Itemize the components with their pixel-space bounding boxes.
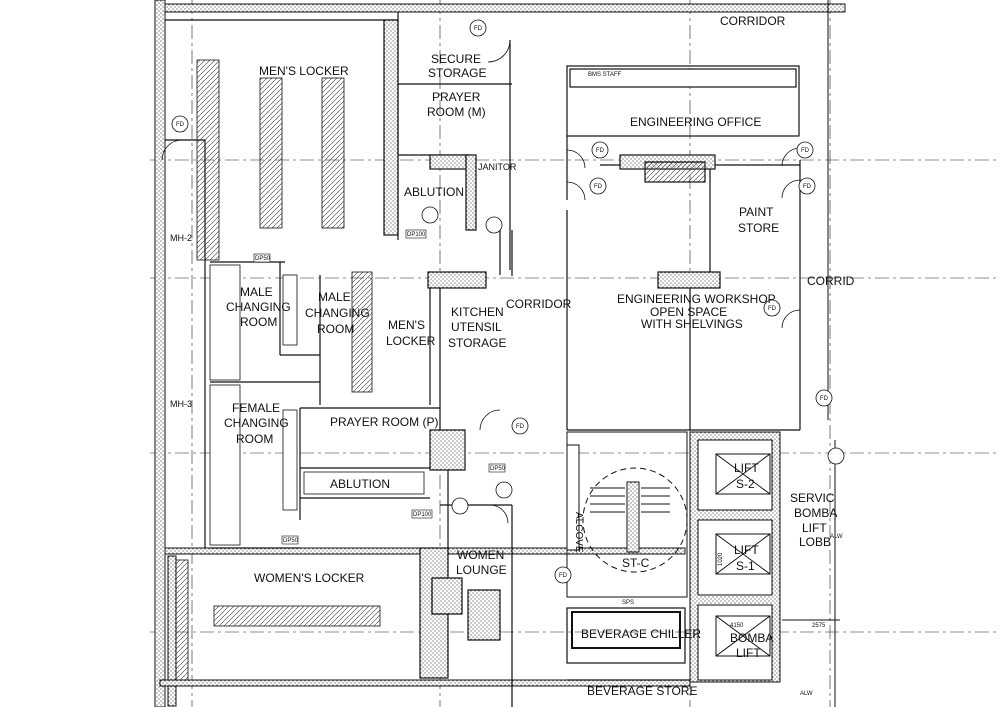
dimension-2575: 2575: [812, 623, 826, 629]
male-changing-2-label: MALE: [318, 290, 351, 304]
dimension-1020: 1020: [718, 552, 724, 566]
fd-tag-text: FD: [768, 306, 777, 312]
bomba-lift-label: LIFT: [736, 646, 761, 660]
engineering-workshop-label: ENGINEERING WORKSHOP: [617, 292, 776, 306]
fd-tag-text: FD: [801, 148, 810, 154]
lift-shafts: [689, 431, 781, 683]
male-changing-1-label: MALE: [240, 285, 273, 299]
dp100-tag: DP100: [413, 512, 432, 518]
prayer-room-m-label: PRAYER: [432, 90, 481, 104]
kitchen-utensil-label: UTENSIL: [451, 320, 502, 334]
locker-banks: [175, 59, 381, 681]
stair-label: ST-C: [622, 556, 650, 570]
women-lounge-label: WOMEN: [457, 548, 504, 562]
lift-s1-label: LIFT: [734, 543, 759, 557]
corridor-mid-label: CORRIDOR: [506, 297, 572, 311]
mens-locker-mid-label: LOCKER: [386, 334, 436, 348]
interior-walls: [165, 12, 513, 707]
fd-tag-text: FD: [176, 122, 185, 128]
mh2-label: MH-2: [170, 233, 192, 243]
male-changing-2-label: ROOM: [317, 322, 354, 336]
fd-tag-text: FD: [596, 148, 605, 154]
fd-tag-text: FD: [803, 184, 812, 190]
women-lounge-label: LOUNGE: [456, 563, 507, 577]
sps-tag: SPS: [622, 600, 634, 606]
janitor-label: JANITOR: [478, 162, 517, 172]
engineering-workshop-label: WITH SHELVINGS: [641, 317, 743, 331]
ablution-top-label: ABLUTION: [404, 185, 464, 199]
dimension-4150: 4150: [730, 623, 744, 629]
dp100-tag: DP100: [407, 232, 426, 238]
prayer-room-p-label: PRAYER ROOM (P): [330, 415, 438, 429]
engineering-office-label: ENGINEERING OFFICE: [630, 115, 761, 129]
corridor-right-label: CORRID: [807, 274, 855, 288]
prayer-room-m-label: ROOM (M): [427, 105, 486, 119]
female-changing-label: ROOM: [236, 432, 273, 446]
paint-store-label: STORE: [738, 221, 779, 235]
door-tags: [171, 19, 845, 584]
lift-s2-label: S-2: [736, 477, 755, 491]
dp50-tag: DP50: [283, 538, 299, 544]
female-changing-label: FEMALE: [232, 401, 280, 415]
mh3-label: MH-3: [170, 399, 192, 409]
kitchen-utensil-label: KITCHEN: [451, 305, 504, 319]
changing-fixtures: [209, 264, 425, 546]
secure-storage-label: STORAGE: [428, 66, 486, 80]
paint-store-label: PAINT: [739, 205, 774, 219]
stair-core: [566, 431, 688, 598]
service-lobby-label: SERVIC: [790, 491, 835, 505]
service-lobby-label: BOMBA: [794, 506, 837, 520]
alw-tag: ALW: [800, 691, 813, 697]
mens-locker-mid-label: MEN'S: [388, 318, 425, 332]
ablution-bottom-label: ABLUTION: [330, 477, 390, 491]
beverage-area: [566, 607, 690, 681]
bomba-lift-label: BOMBA: [730, 631, 773, 645]
male-changing-1-label: CHANGING: [226, 300, 291, 314]
dp50-tag: DP50: [490, 466, 506, 472]
engineering-area: [566, 65, 801, 431]
dp50-tag: DP50: [255, 256, 271, 262]
service-lobby-label: LOBB: [799, 535, 831, 549]
lift-s1-label: S-1: [736, 559, 755, 573]
mens-locker-top-label: MEN'S LOCKER: [259, 64, 349, 78]
fd-tag-text: FD: [474, 26, 483, 32]
alw-tag: ALW: [830, 534, 843, 540]
service-lobby-label: LIFT: [802, 521, 827, 535]
secure-storage-label: SECURE: [431, 52, 481, 66]
female-changing-label: CHANGING: [224, 416, 289, 430]
male-changing-1-label: ROOM: [240, 315, 277, 329]
womens-locker-label: WOMEN'S LOCKER: [254, 571, 365, 585]
engineering-workshop-label: OPEN SPACE: [650, 305, 727, 319]
kitchen-utensil-label: STORAGE: [448, 336, 506, 350]
beverage-chiller-label: BEVERAGE CHILLER: [581, 627, 701, 641]
lift-s2-label: LIFT: [734, 461, 759, 475]
fd-tag-text: FD: [820, 396, 829, 402]
corridor-top-label: CORRIDOR: [720, 14, 786, 28]
right-edge: [782, 0, 840, 707]
fd-tag-text: FD: [516, 424, 525, 430]
fd-tag-text: FD: [594, 184, 603, 190]
beverage-store-label: BEVERAGE STORE: [587, 684, 697, 698]
alcove-label: ALCOVE: [573, 512, 584, 553]
fd-tag-text: FD: [559, 573, 568, 579]
bms-staff-tag: BMS STAFF: [588, 72, 622, 78]
male-changing-2-label: CHANGING: [305, 306, 370, 320]
